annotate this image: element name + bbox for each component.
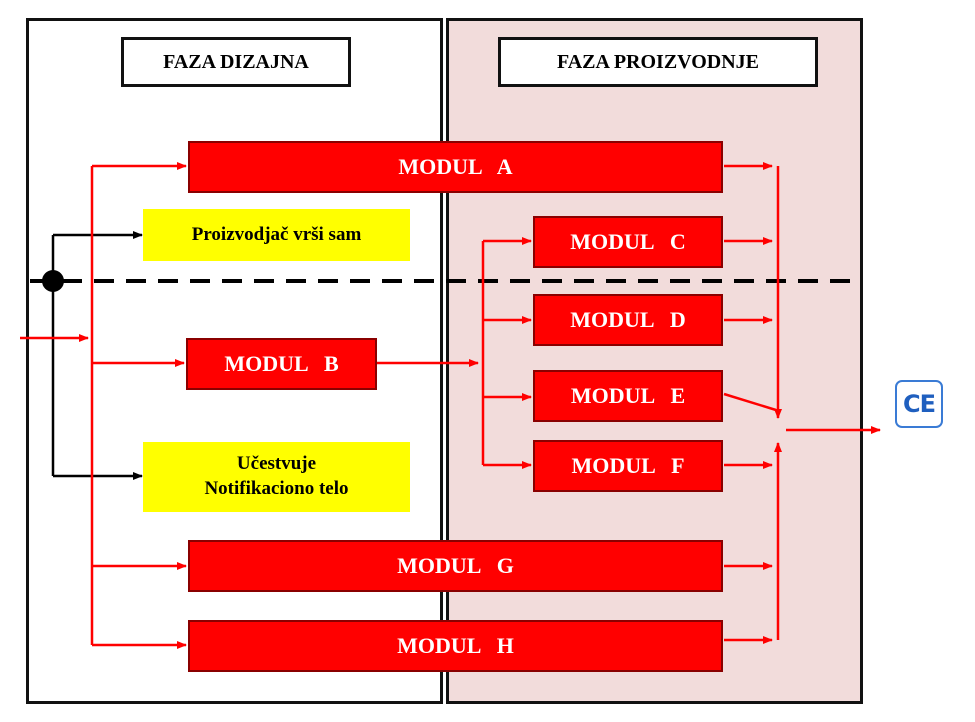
module-e: MODUL E: [533, 370, 723, 422]
module-b: MODUL B: [186, 338, 377, 390]
notified-body-line2: Notifikaciono telo: [204, 478, 349, 499]
notified-body-line1: Učestvuje: [236, 453, 317, 475]
module-f: MODUL F: [533, 440, 723, 492]
ce-mark-icon: CE: [895, 380, 943, 428]
module-h: MODUL H: [188, 620, 723, 672]
manufacturer-note: Proizvodjač vrši sam: [143, 209, 410, 261]
production-phase-label: FAZA PROIZVODNJE: [498, 37, 818, 87]
module-a: MODUL A: [188, 141, 723, 193]
notified-body-note: Učestvuje Notifikaciono telo: [143, 442, 410, 512]
module-c: MODUL C: [533, 216, 723, 268]
design-phase-label: FAZA DIZAJNA: [121, 37, 351, 87]
module-g: MODUL G: [188, 540, 723, 592]
module-d: MODUL D: [533, 294, 723, 346]
junction-dot: [42, 270, 64, 292]
